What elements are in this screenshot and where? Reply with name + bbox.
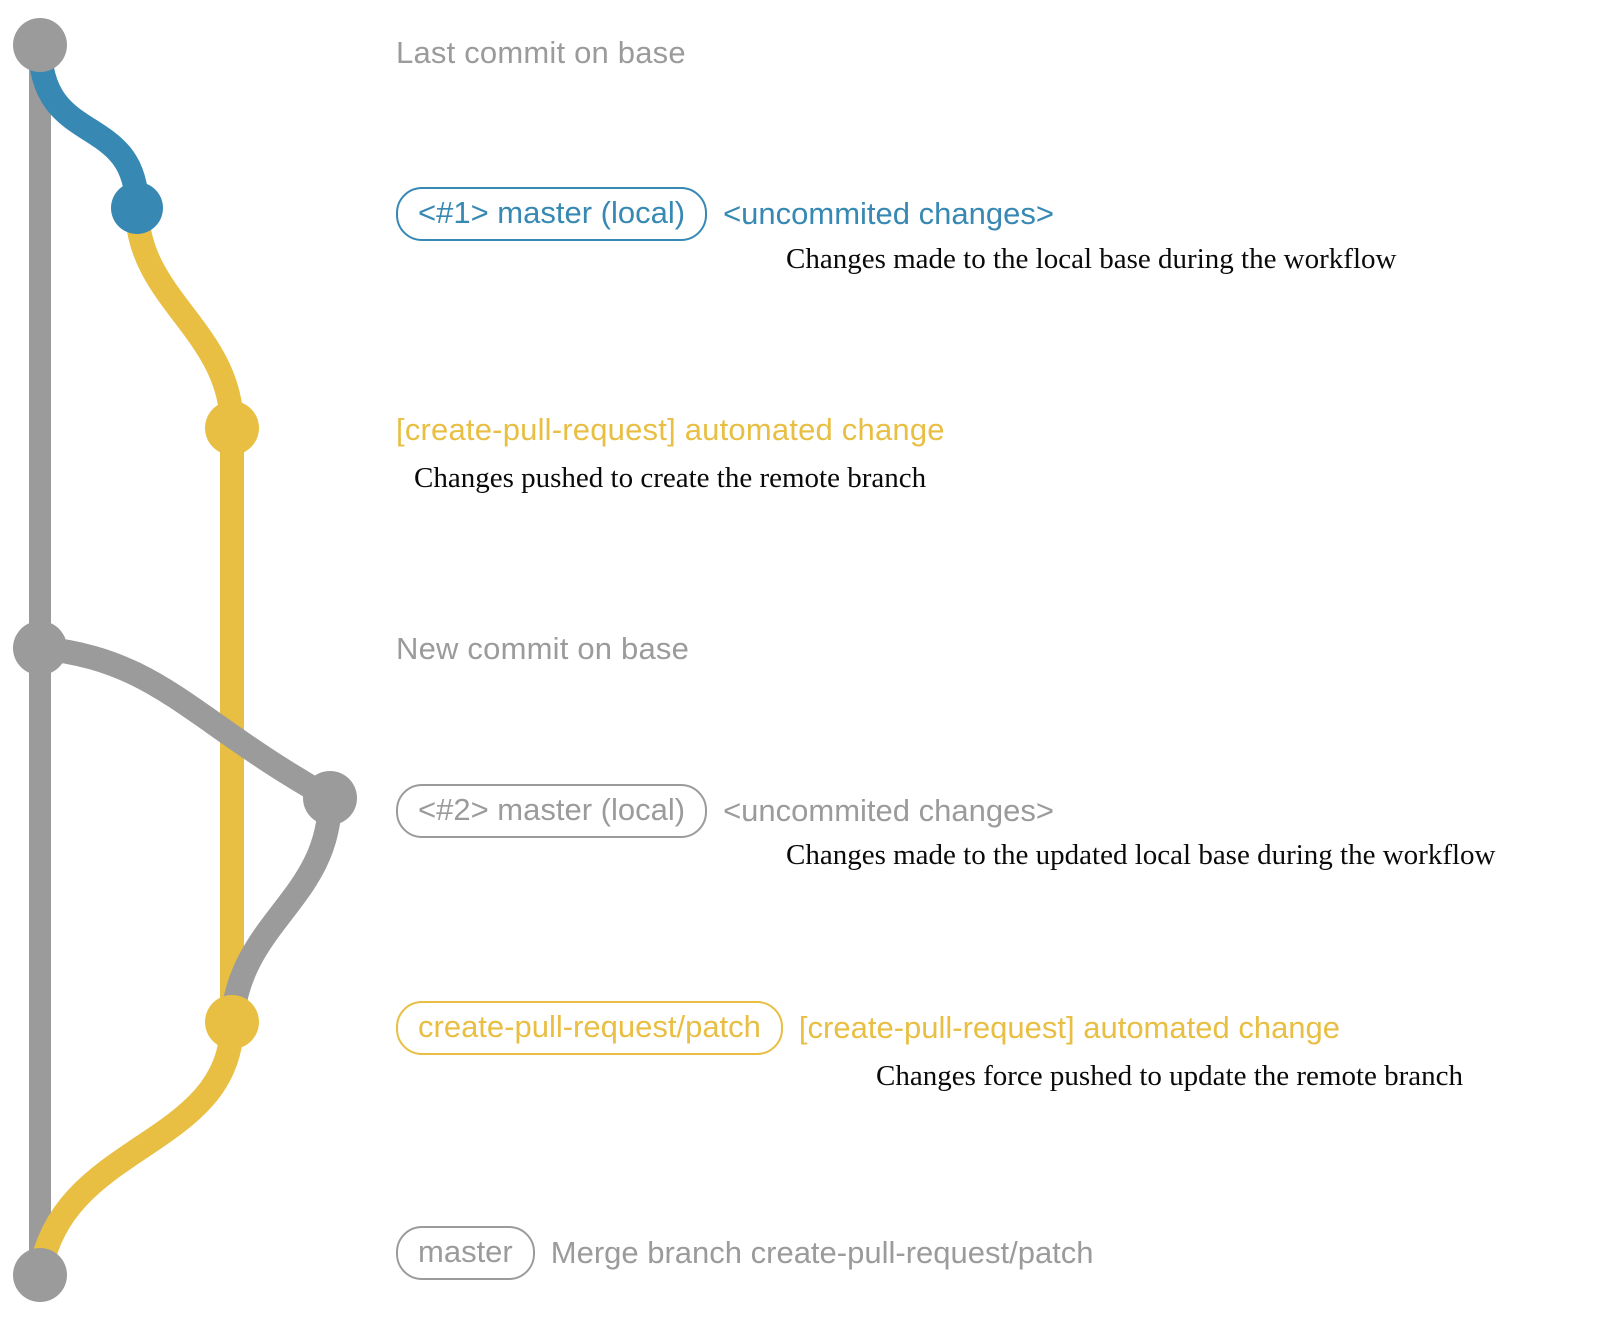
- note-local-commit-2: Changes made to the updated local base d…: [786, 839, 1496, 871]
- commit-message-local-2: <uncommited changes>: [723, 793, 1054, 828]
- entry-local-commit-1: <#1> master (local) <uncommited changes>: [396, 187, 1054, 241]
- branch-badge-master-label: master: [396, 1226, 535, 1280]
- branch-badge-patch[interactable]: create-pull-request/patch: [396, 1001, 783, 1055]
- branch-badge-local-2[interactable]: <#2> master (local): [396, 784, 708, 838]
- edge-base-to-local1: [28, 33, 149, 220]
- edge-patch2-to-merge: [28, 1010, 244, 1287]
- node-patch-2: [205, 995, 259, 1049]
- note-patch-commit-2: Changes force pushed to update the remot…: [876, 1060, 1464, 1092]
- entry-patch-commit-2: create-pull-request/patch [create-pull-r…: [396, 1001, 1340, 1055]
- branch-badge-master[interactable]: master: [396, 1226, 535, 1280]
- node-local-1: [111, 182, 163, 234]
- node-base-new: [13, 621, 67, 675]
- commit-message-new-commit-on-base: New commit on base: [396, 631, 690, 666]
- edge-local2-to-patch2: [220, 786, 342, 1034]
- commit-message-local-1: <uncommited changes>: [723, 196, 1054, 231]
- entry-merge-commit: master Merge branch create-pull-request/…: [396, 1226, 1094, 1280]
- node-base-last: [13, 18, 67, 72]
- entry-local-commit-2: <#2> master (local) <uncommited changes>: [396, 784, 1054, 838]
- node-base-merge: [13, 1248, 67, 1302]
- commit-message-merge: Merge branch create-pull-request/patch: [550, 1235, 1094, 1270]
- commit-message-last-commit-on-base: Last commit on base: [396, 35, 686, 70]
- edge-local1-to-patch1: [125, 196, 244, 440]
- branch-badge-local-1-label: <#1> master (local): [396, 187, 708, 241]
- entry-patch-commit-1: [create-pull-request] automated change: [396, 413, 945, 447]
- entry-last-commit-on-base: Last commit on base: [396, 36, 686, 70]
- note-local-commit-1: Changes made to the local base during th…: [786, 243, 1397, 275]
- note-patch-commit-1: Changes pushed to create the remote bran…: [414, 462, 927, 494]
- edge-basenew-to-local2: [28, 636, 342, 810]
- commit-message-patch-1: [create-pull-request] automated change: [396, 412, 945, 447]
- branch-badge-local-1[interactable]: <#1> master (local): [396, 187, 708, 241]
- node-patch-1: [205, 401, 259, 455]
- entry-new-commit-on-base: New commit on base: [396, 632, 689, 666]
- commit-message-patch-2: [create-pull-request] automated change: [798, 1010, 1341, 1045]
- node-local-2: [303, 771, 357, 825]
- branch-badge-local-2-label: <#2> master (local): [396, 784, 708, 838]
- branch-badge-patch-label: create-pull-request/patch: [396, 1001, 783, 1055]
